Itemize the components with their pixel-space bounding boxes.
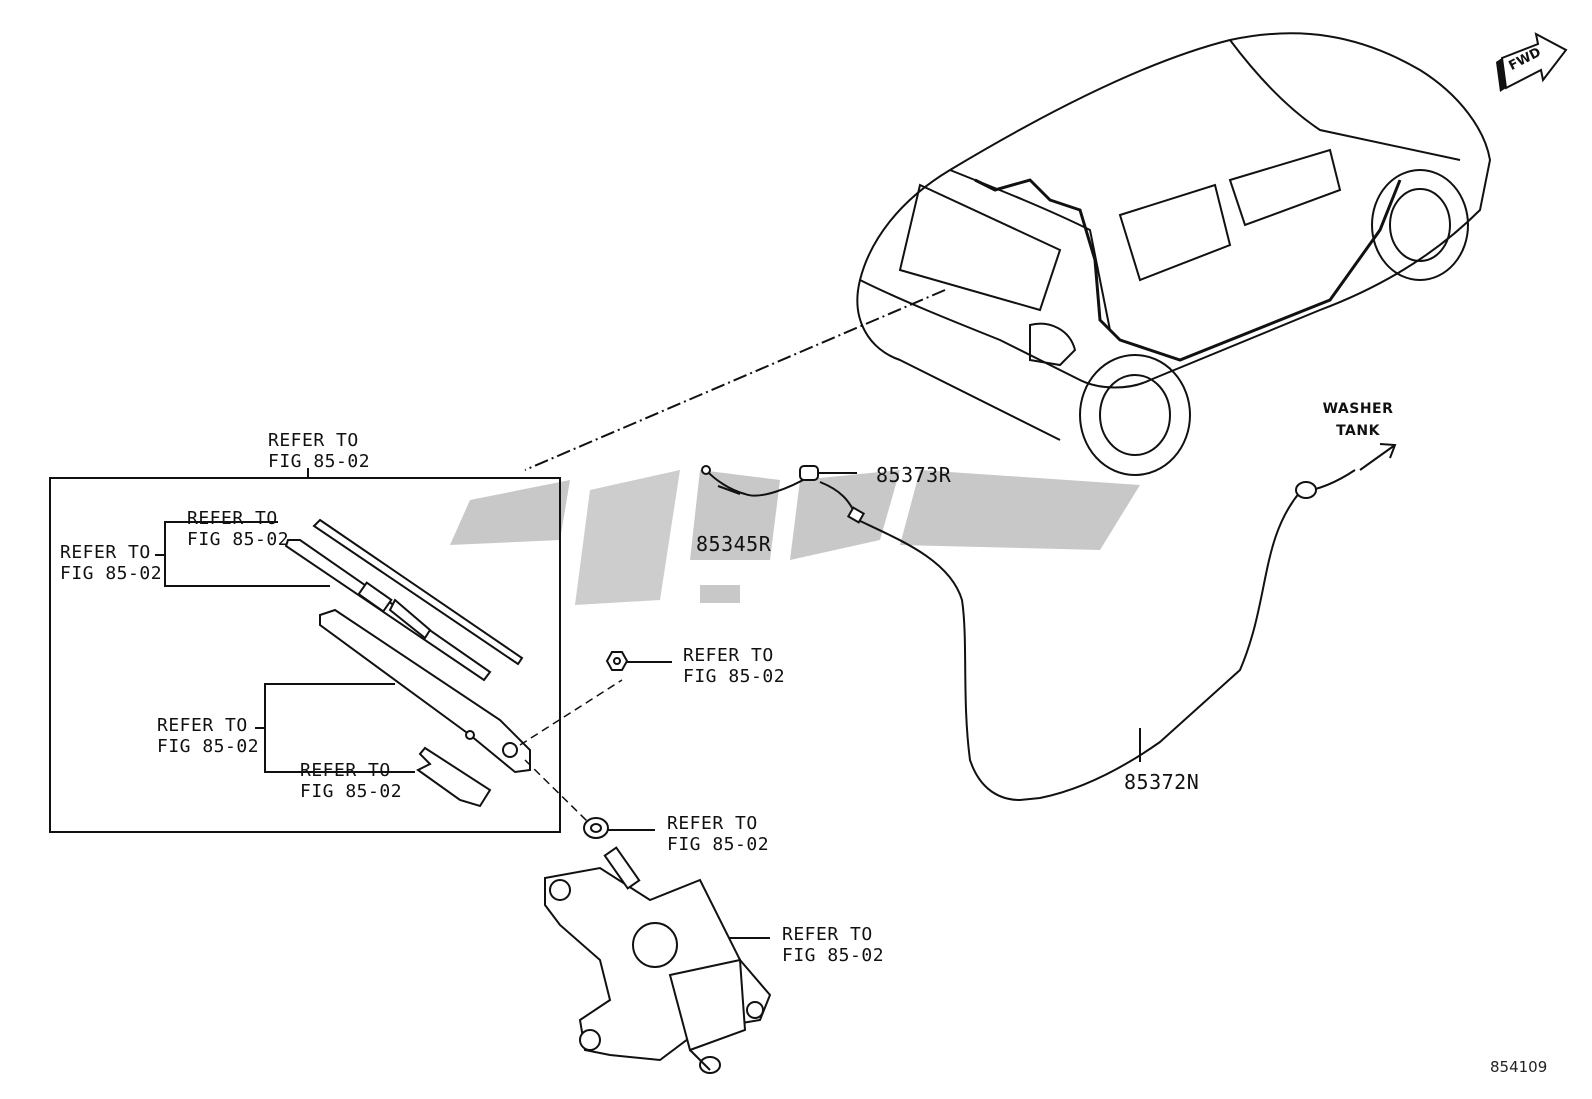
part-number-85372n: 85372N [1124,770,1200,794]
part-number-85373r: 85373R [876,463,952,487]
assembly-dashes [519,679,623,823]
seal-washer-icon [583,817,609,839]
wiper-blade [284,518,524,682]
diagram-code: 854109 [1490,1058,1548,1076]
wiper-arm-group-frame [49,477,561,833]
nut-icon [605,651,629,671]
leader-brackets [155,472,1141,939]
wiper-motor-assembly [544,846,772,1074]
fwd-arrow-icon [1496,32,1568,92]
wiper-arm [319,608,531,774]
car-outline [856,32,1492,476]
arm-cover-cap [416,746,492,808]
hose-joint-icon [701,465,1317,524]
brand-watermark-icon [450,470,1140,605]
leader-line-car [524,289,946,471]
part-number-85345r: 85345R [696,532,772,556]
washer-tank-arrow-icon [1359,443,1397,471]
washer-hose-route [974,178,1402,362]
